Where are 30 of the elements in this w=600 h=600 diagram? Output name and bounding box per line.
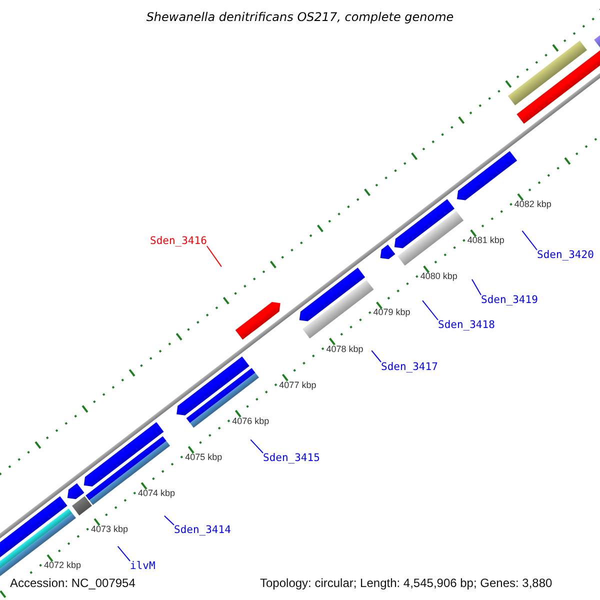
gene-label: Sden_3417 [381,360,438,374]
scale-label: 4080 kbp [420,271,458,282]
gene-label: Sden_3415 [263,451,320,465]
leader-line [371,350,382,362]
genome-info-text: Topology: circular; Length: 4,545,906 bp; Genes: 3,880 [258,575,554,591]
gene-label: Sden_3420 [537,248,594,262]
scale-label: 4079 kbp [373,307,410,318]
leader-line [164,515,174,526]
scale-label: 4082 kbp [514,199,552,210]
leader-line [117,546,130,562]
scale-label: 4073 kbp [91,524,128,534]
scale-label: 4077 kbp [279,380,316,390]
gene-label: ilvM [130,559,156,573]
accession-text: Accession: NC_007954 [8,575,138,591]
gene-label: Sden_3416 [150,234,207,248]
leader-line [250,439,264,454]
scale-label: 4072 kbp [44,560,81,570]
leader-line [206,246,222,268]
leader-line [422,300,438,320]
title: Shewanella denitrificans OS217, complete genome [145,10,455,24]
scale-label: 4075 kbp [185,452,222,462]
leader-line [522,230,538,250]
scale-label: 4081 kbp [467,235,504,246]
leader-line [471,278,482,296]
gene-label: Sden_3418 [438,318,495,332]
scale-label: 4074 kbp [138,488,176,498]
scale-label: 4078 kbp [326,344,364,354]
scale-label: 4076 kbp [232,416,270,426]
gene-label: Sden_3419 [481,293,538,307]
gene-label: Sden_3414 [174,523,231,537]
